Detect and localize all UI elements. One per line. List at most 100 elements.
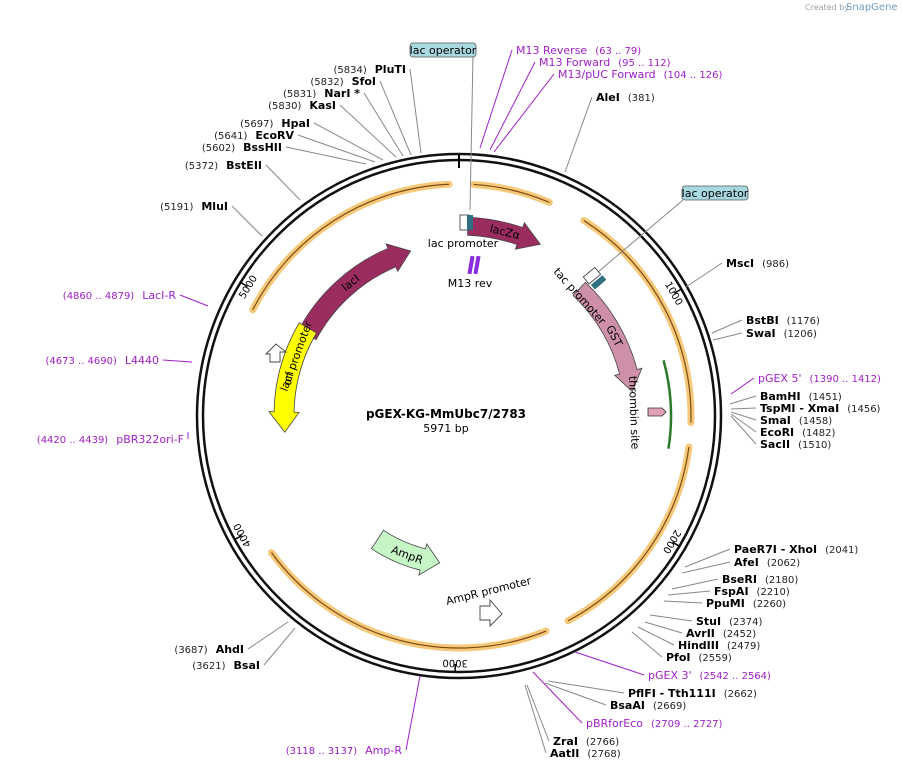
site-text: (3687)AhdI	[174, 643, 244, 656]
site-pos: (1206)	[784, 329, 817, 340]
site-text: TspMI - XmaI(1456)	[760, 402, 881, 415]
site-name: BssHII	[243, 141, 282, 154]
leader-line	[231, 205, 263, 237]
site-name: MluI	[201, 200, 228, 213]
enzyme-fspai: FspAI(2210)	[667, 585, 790, 598]
site-text: SmaI(1458)	[760, 414, 832, 427]
lac-operator-right-label: lac operator	[682, 187, 749, 200]
site-name: L4440	[125, 354, 159, 367]
primer-amp-r: (3118 .. 3137)Amp-R	[286, 675, 421, 757]
leader-line	[179, 294, 209, 307]
leader-line	[644, 621, 683, 634]
site-text: pGEX 5' (1390 .. 1412)	[758, 372, 881, 385]
thrombin-site-shape	[647, 407, 667, 417]
feature-ampr-arrow	[370, 529, 441, 576]
site-text: M13 Forward(95 .. 112)	[539, 56, 671, 69]
plasmid-name: pGEX-KG-MmUbc7/2783	[366, 407, 526, 421]
lac-operator-top-label: lac operator	[410, 44, 477, 57]
lac-operator-shape	[467, 215, 473, 230]
site-name: EcoRI	[760, 426, 794, 439]
site-extra: - Tth111I	[656, 687, 716, 700]
leader-line	[631, 631, 663, 658]
site-text: FspAI(2210)	[714, 585, 790, 598]
enzyme-afei: AfeI(2062)	[681, 556, 800, 574]
site-pos: (1482)	[802, 428, 835, 439]
leader-line	[730, 377, 755, 395]
feature-laci-arrow	[297, 243, 412, 341]
leader-line	[405, 675, 421, 751]
lac-promoter-label: lac promoter	[428, 237, 499, 250]
site-pos: (63 .. 79)	[595, 46, 641, 57]
site-pos: (1390 .. 1412)	[810, 374, 882, 385]
enzyme-sacii: SacII(1510)	[730, 415, 831, 451]
site-text: BamHI(1451)	[760, 390, 842, 403]
site-pos: (95 .. 112)	[618, 58, 670, 69]
leader-line	[313, 122, 384, 161]
tick-mark	[674, 288, 682, 294]
feature-lacz-arrow	[467, 216, 541, 250]
lac-promoter-element: lac promoter	[428, 214, 499, 250]
lac-operator-top-leader	[469, 55, 474, 211]
credit-brand: SnapGene	[846, 2, 898, 13]
site-text: (5832)SfoI	[310, 75, 376, 88]
enzyme-bseri: BseRI(2180)	[671, 573, 798, 590]
site-pos: (5831)	[283, 89, 316, 100]
enzyme-tspmi: TspMI - XmaI(1456)	[730, 402, 881, 415]
primer-m13-forward: M13 Forward(95 .. 112)	[489, 56, 671, 151]
enzyme-bsteii: (5372)BstEII	[185, 159, 301, 201]
site-name: SwaI	[746, 327, 776, 340]
enzyme-ecori: EcoRI (1482)	[730, 413, 836, 439]
site-extra: - XmaI	[796, 402, 840, 415]
site-name: M13 Reverse	[516, 44, 587, 57]
tac-promoter-element: tac promoter	[551, 265, 609, 327]
site-text: AleI(381)	[596, 91, 655, 104]
site-pos: (5697)	[240, 119, 273, 130]
leader-line	[730, 411, 757, 421]
primer-pgex-5: pGEX 5' (1390 .. 1412)	[730, 372, 881, 395]
laci-promoter-arrow	[264, 343, 288, 363]
ampr-promoter-label: AmpR promoter	[445, 574, 533, 608]
leader-line	[339, 104, 397, 158]
feature-ori-arrow	[268, 322, 318, 433]
site-pos: (2542 .. 2564)	[700, 671, 772, 682]
leader-line	[297, 134, 376, 163]
site-name: HpaI	[281, 117, 310, 130]
lac-operator-top-box	[409, 42, 477, 58]
lac-operator-right-box	[681, 185, 749, 201]
site-pos: (1458)	[799, 416, 832, 427]
site-pos: (2766)	[586, 737, 619, 748]
site-name: AvrII	[686, 627, 715, 640]
enzyme-alei: AleI(381)	[564, 91, 655, 173]
enzyme-mlui: (5191)MluI	[160, 200, 263, 237]
site-name: BseRI	[722, 573, 757, 586]
site-name: pGEX 5'	[758, 372, 802, 385]
site-name: StuI	[696, 615, 721, 628]
leader-line	[649, 614, 693, 622]
tick-mark	[672, 541, 680, 547]
site-text: BseRI(2180)	[722, 573, 798, 586]
leader-line	[730, 413, 757, 433]
green-orf-arc	[662, 359, 673, 449]
site-text: (5191)MluI	[160, 200, 228, 213]
site-text: pGEX 3'(2542 .. 2564)	[648, 669, 771, 682]
enzyme-pluti: (5834)PluTI	[333, 63, 422, 154]
site-text: (5372)BstEII	[185, 159, 262, 172]
site-name: PflFI	[628, 687, 656, 700]
enzyme-ppumi: PpuMI(2260)	[663, 597, 786, 610]
tac-promoter-shape	[582, 266, 602, 285]
lac-operator-right: lac operator	[597, 185, 749, 273]
orf-arc-bg	[470, 180, 553, 206]
site-name: PfoI	[666, 651, 691, 664]
m13-rev-label: M13 rev	[448, 277, 493, 290]
site-pos: (2210)	[757, 587, 790, 598]
leader-line	[479, 49, 513, 149]
credit-prefix: Created by	[805, 3, 849, 12]
leader-line	[409, 68, 422, 154]
site-pos: (5832)	[310, 77, 343, 88]
site-text: EcoRI (1482)	[760, 426, 836, 439]
thrombin-site-element: thrombin site	[626, 376, 667, 450]
site-text: (4420 .. 4439)pBR322ori-F	[37, 433, 184, 446]
site-pos: (2452)	[723, 629, 756, 640]
site-pos: (2041)	[825, 545, 858, 556]
site-pos: (2260)	[753, 599, 786, 610]
